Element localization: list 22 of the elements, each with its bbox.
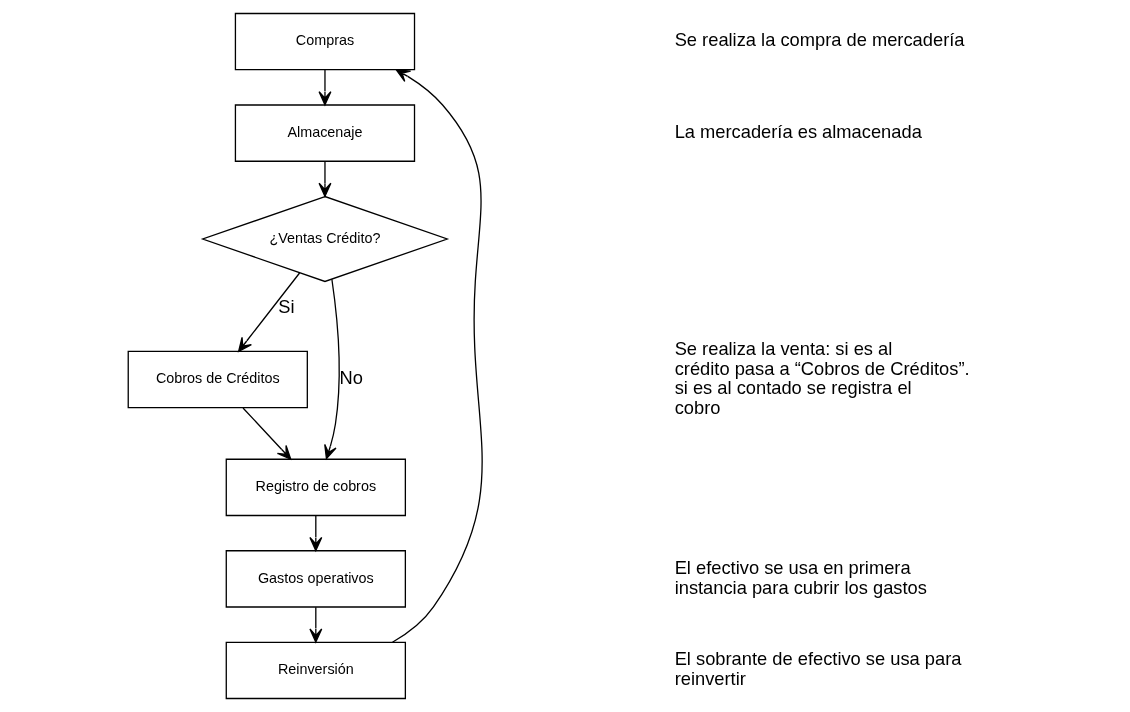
node-box: Cobros de Créditos: [127, 350, 308, 409]
arrow: [391, 69, 483, 643]
node-box: Gastos operativos: [225, 550, 406, 608]
label: Se realiza la compra de mercadería: [674, 29, 964, 51]
node-box: Reinversión: [225, 641, 406, 700]
arrow: [308, 606, 322, 643]
edge-label: No: [338, 367, 363, 389]
label: El sobrante de efectivo se usa para reinvertir: [674, 648, 961, 690]
node-box: Registro de cobros: [225, 458, 406, 517]
label: El efectivo se usa en primera instancia para cubrir los gastos: [674, 556, 927, 598]
arrow: [241, 407, 291, 460]
arrow: [237, 272, 300, 352]
arrow: [323, 278, 340, 460]
node-box: Compras: [234, 12, 415, 71]
edge-label: Si: [277, 296, 295, 318]
node-box: Almacenaje: [234, 104, 415, 162]
arrow: [317, 160, 331, 197]
label: La mercadería es almacenada: [674, 120, 922, 142]
arrow: [317, 69, 331, 106]
label: Se realiza la venta: si es al crédito pasa a “Cobros de Créditos”. si es al contado se registra el cobro: [674, 337, 970, 418]
node-diamond: ¿Ventas Crédito?: [200, 195, 449, 283]
arrow: [308, 515, 322, 552]
